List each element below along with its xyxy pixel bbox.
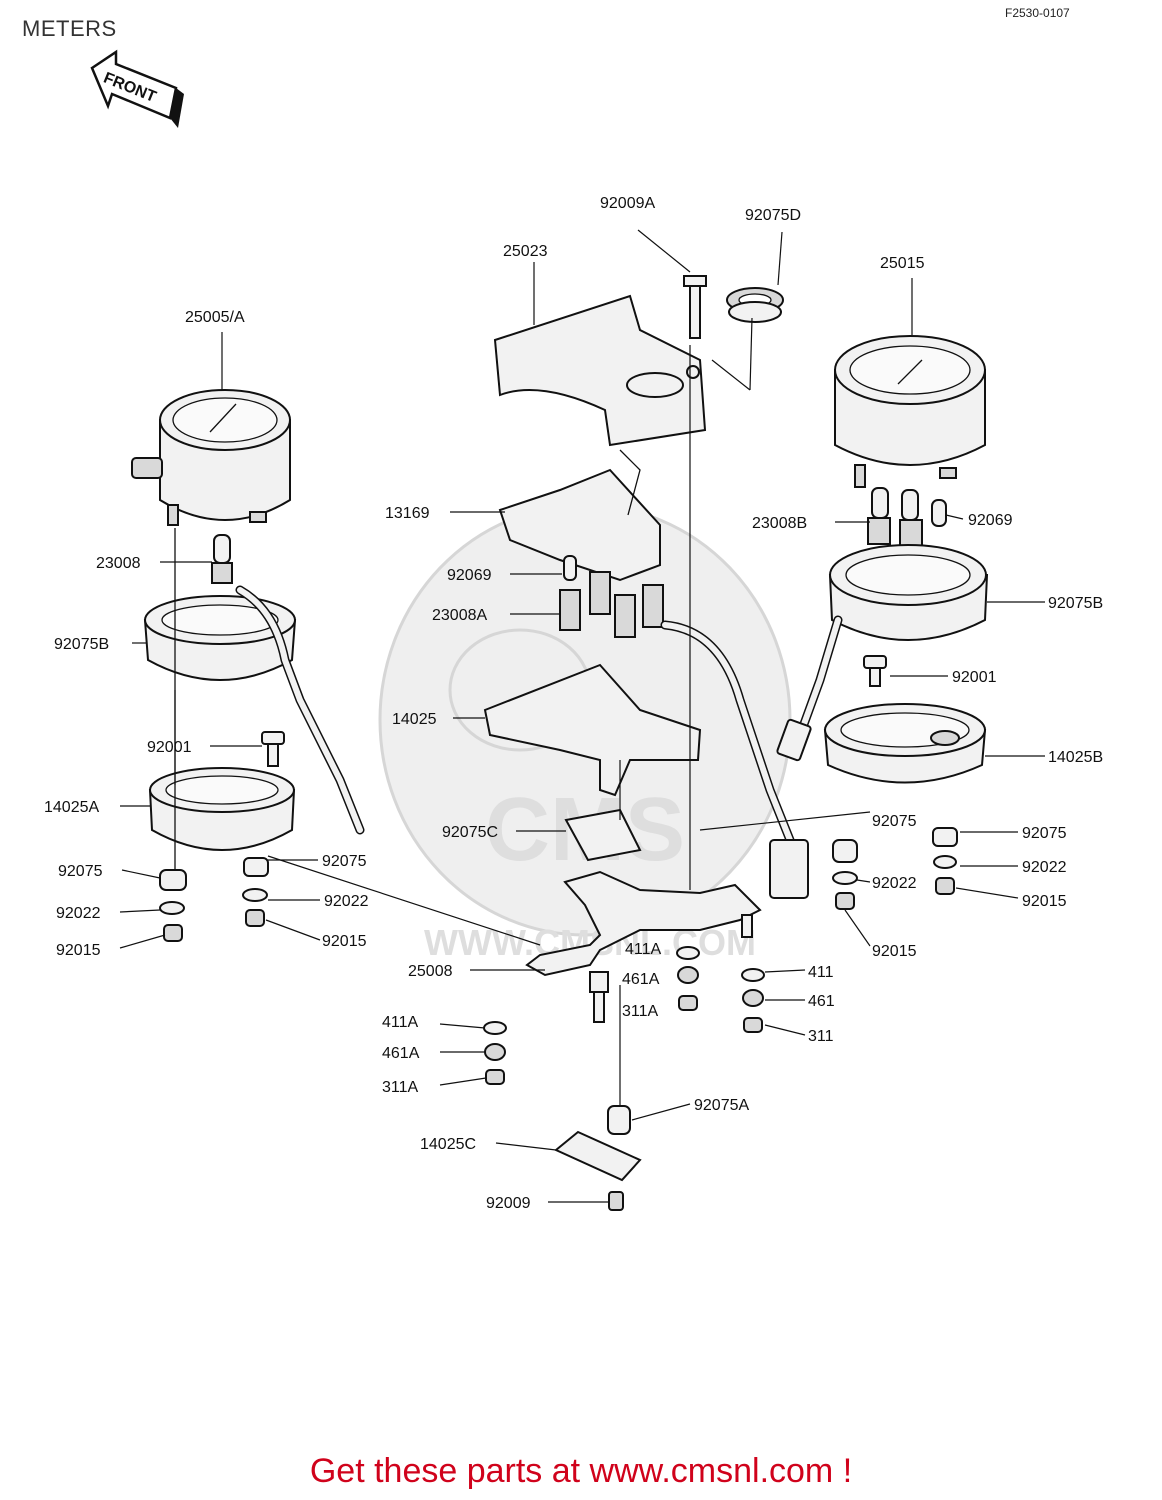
- bulb-sockets-23008A: [559, 555, 809, 899]
- callout-92009: 92009: [486, 1195, 531, 1212]
- callout-311A-lower: 311A: [382, 1079, 419, 1096]
- callout-14025A: 14025A: [44, 799, 99, 816]
- bracket-25008: [483, 808, 765, 1085]
- callout-92009A: 92009A: [600, 195, 655, 212]
- callout-25023: 25023: [503, 243, 548, 260]
- callout-92022-center-right: 92022: [872, 875, 917, 892]
- callout-13169: 13169: [385, 505, 430, 522]
- exploded-parts-diagram: CMS WWW.CMSNL.COM FRONT: [44, 49, 1103, 1212]
- top-cover-25023: [493, 275, 784, 447]
- callout-461A-upper: 461A: [622, 971, 660, 988]
- callout-92075B-left: 92075B: [54, 636, 109, 653]
- lower-mount: [554, 1105, 642, 1211]
- callout-92001-right: 92001: [952, 669, 997, 686]
- callout-14025: 14025: [392, 711, 437, 728]
- callout-92075D: 92075D: [745, 207, 801, 224]
- callout-14025C: 14025C: [420, 1136, 476, 1153]
- callout-311: 311: [808, 1028, 834, 1045]
- part-callouts: 92009A 92075D 25023 25015 25005/A 13169 …: [44, 195, 1103, 1212]
- callout-92022-right: 92022: [1022, 859, 1067, 876]
- callout-92075-right: 92075: [1022, 825, 1067, 842]
- callout-92022-left: 92022: [56, 905, 101, 922]
- callout-92015-right: 92015: [1022, 893, 1067, 910]
- get-parts-link[interactable]: Get these parts at www.cmsnl.com !: [309, 1452, 853, 1490]
- callout-411A-lower: 411A: [382, 1014, 419, 1031]
- callout-92069-center: 92069: [447, 567, 492, 584]
- leader-lines: [119, 229, 1045, 1203]
- callout-23008A: 23008A: [432, 607, 487, 624]
- callout-92015-center-right: 92015: [872, 943, 917, 960]
- callout-25008: 25008: [408, 963, 453, 980]
- callout-25015: 25015: [880, 255, 925, 272]
- callout-461A-lower: 461A: [382, 1045, 420, 1062]
- callout-92075B-right: 92075B: [1048, 595, 1103, 612]
- callout-25005A: 25005/A: [185, 309, 245, 326]
- callout-411A-upper: 411A: [625, 941, 662, 958]
- callout-92015-left: 92015: [56, 942, 101, 959]
- callout-92022-center-left: 92022: [324, 893, 369, 910]
- right-meter-assembly: [776, 335, 989, 910]
- diagram-code: F2530-0107: [1005, 6, 1070, 20]
- bracket-13169: [498, 449, 661, 582]
- left-meter-assembly: [131, 389, 365, 942]
- callout-92075C: 92075C: [442, 824, 498, 841]
- callout-92075A: 92075A: [694, 1097, 749, 1114]
- callout-92001-left: 92001: [147, 739, 192, 756]
- callout-92075-left: 92075: [58, 863, 103, 880]
- meter-bracket-14025: [483, 663, 702, 797]
- page-title: METERS: [22, 16, 117, 41]
- callout-92075-center-left: 92075: [322, 853, 367, 870]
- callout-461: 461: [808, 993, 835, 1010]
- callout-23008B: 23008B: [752, 515, 807, 532]
- callout-92015-center-left: 92015: [322, 933, 367, 950]
- callout-411: 411: [808, 964, 834, 981]
- callout-92075-center-right: 92075: [872, 813, 917, 830]
- front-direction-arrow: FRONT: [90, 49, 184, 128]
- callout-23008: 23008: [96, 555, 141, 572]
- callout-311A-upper: 311A: [622, 1003, 659, 1020]
- callout-92069-right: 92069: [968, 512, 1013, 529]
- callout-14025B: 14025B: [1048, 749, 1103, 766]
